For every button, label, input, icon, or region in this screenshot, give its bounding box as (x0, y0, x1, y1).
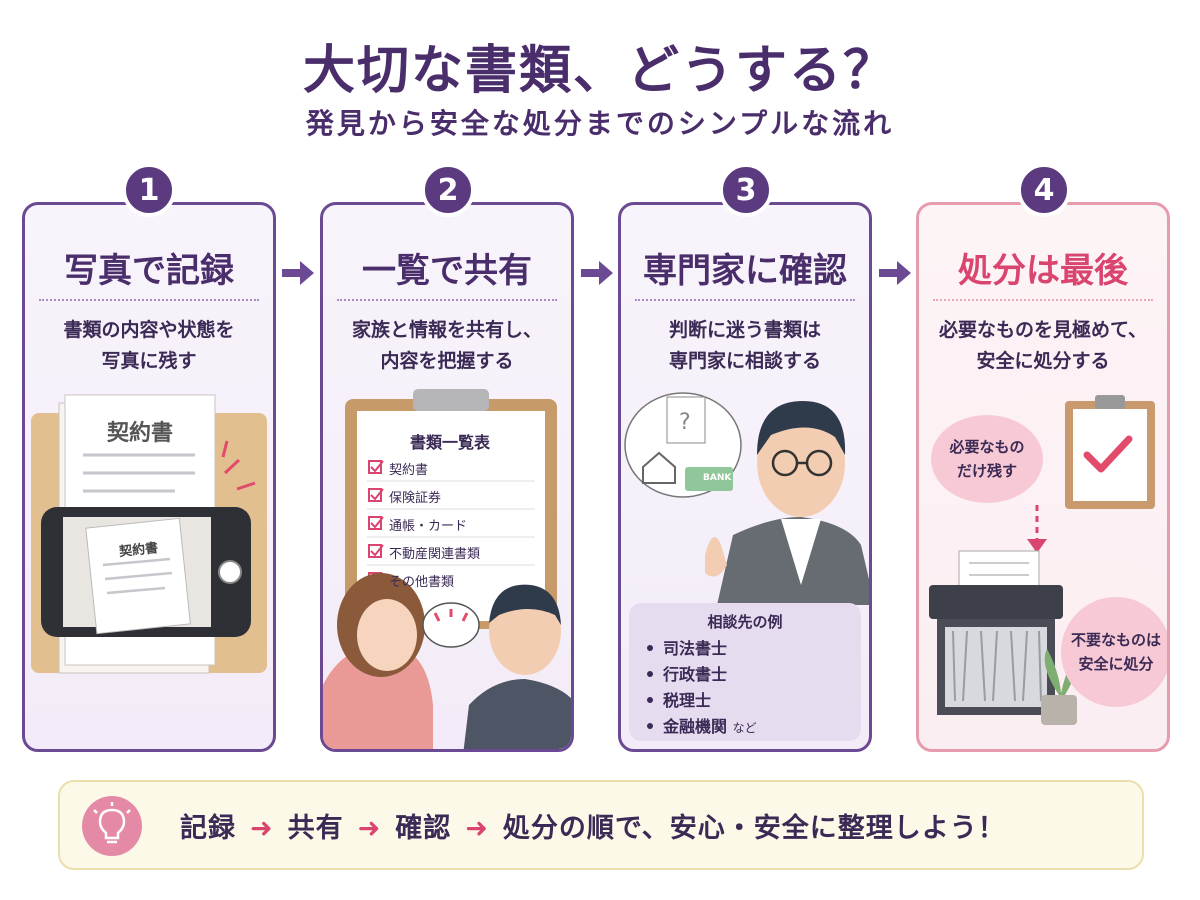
step-4-title: 処分は最後 (958, 251, 1128, 291)
svg-text:?: ? (679, 410, 691, 435)
checklist-item: 通帳・カード (389, 519, 468, 534)
checklist-item: その他書類 (389, 575, 455, 590)
right-arrow-icon: ➜ (465, 813, 489, 844)
step-2-card: 一覧で共有 家族と情報を共有し、 内容を把握する 書類一覧表 (320, 202, 574, 752)
bank-card-label: BANK (703, 473, 732, 483)
step-2-number: 2 (421, 163, 475, 217)
lightbulb-icon (82, 796, 142, 856)
step-3-title: 専門家に確認 (643, 251, 847, 291)
step-4-card: 処分は最後 必要なものを見極めて、 安全に処分する 必要なものだけ残す 不要なも… (916, 202, 1170, 752)
right-arrow-icon: ➜ (250, 813, 274, 844)
right-arrow-icon (879, 261, 911, 285)
step-2-desc-line1: 家族と情報を共有し、 (351, 319, 542, 341)
document-label: 契約書 (107, 421, 174, 446)
step-2-desc-line2: 内容を把握する (380, 350, 514, 372)
step-4-desc-line2: 安全に処分する (976, 350, 1110, 372)
divider (635, 299, 855, 301)
step-4-number: 4 (1017, 163, 1071, 217)
summary-word-share: 共有 (287, 813, 344, 844)
checklist-item: 保険証券 (389, 491, 442, 506)
phone-document-label: 契約書 (118, 540, 159, 560)
divider (337, 299, 557, 301)
consult-title: 相談先の例 (707, 613, 783, 631)
divider (39, 299, 259, 301)
step-2-description: 家族と情報を共有し、 内容を把握する (333, 315, 561, 377)
right-arrow-icon (581, 261, 613, 285)
clipboard-icon (323, 389, 571, 749)
clipboard-title: 書類一覧表 (409, 433, 490, 452)
step-2-title: 一覧で共有 (362, 251, 532, 291)
step-3-number: 3 (719, 163, 773, 217)
step-1-number: 1 (122, 163, 176, 217)
step-1-desc-line1: 書類の内容や状態を (63, 319, 235, 341)
summary-banner: 記録 ➜ 共有 ➜ 確認 ➜ 処分の順で、安心・安全に整理しよう！ (58, 780, 1144, 870)
divider (933, 299, 1153, 301)
consult-item: 税理士 (645, 688, 845, 714)
step-4-desc-line1: 必要なものを見極めて、 (938, 319, 1148, 341)
checklist-item: 契約書 (389, 463, 429, 478)
keep-necessary-bubble: 必要なものだけ残す (931, 415, 1043, 503)
right-arrow-icon: ➜ (357, 813, 382, 844)
consult-item: 金融機関 など (645, 714, 845, 741)
step-3-card: 専門家に確認 判断に迷う書類は 専門家に相談する ? BANK 相談先の例 司法… (618, 202, 872, 752)
page-subtitle: 発見から安全な処分までのシンプルな流れ (305, 107, 895, 140)
consult-item: 司法書士 (645, 636, 845, 662)
step-1-card: 写真で記録 書類の内容や状態を 写真に残す 契約書 契約書 (22, 202, 276, 752)
checklist-item: 不動産関連書類 (389, 547, 481, 562)
summary-text: 記録 ➜ 共有 ➜ 確認 ➜ 処分の順で、安心・安全に整理しよう！ (180, 806, 1006, 845)
step-3-desc-line1: 判断に迷う書類は (668, 319, 821, 341)
checklist: 契約書 保険証券 通帳・カード 不動産関連書類 その他書類 (389, 459, 480, 599)
consult-examples-box: 相談先の例 司法書士 行政書士 税理士 金融機関 など (629, 603, 861, 741)
dispose-safely-bubble: 不要なものは安全に処分 (1061, 597, 1167, 707)
step-1-title: 写真で記録 (64, 251, 234, 291)
summary-word-record: 記録 (180, 813, 236, 844)
step-4-description: 必要なものを見極めて、 安全に処分する (929, 315, 1157, 377)
consult-item: 行政書士 (645, 662, 845, 688)
expert-person-icon: ? (624, 392, 869, 605)
shredder-icon (929, 395, 1155, 725)
camera-phone-icon (31, 394, 267, 674)
step-1-desc-line2: 写真に残す (101, 350, 197, 372)
summary-word-confirm: 確認 (395, 813, 452, 844)
right-arrow-icon (282, 261, 314, 285)
step-3-desc-line2: 専門家に相談する (668, 350, 821, 372)
summary-tail: の順で、安心・安全に整理しよう！ (558, 813, 1006, 844)
summary-word-dispose: 処分 (502, 813, 559, 844)
step-3-description: 判断に迷う書類は 専門家に相談する (631, 315, 859, 377)
page-title: 大切な書類、どうする？ (302, 41, 897, 101)
step-1-description: 書類の内容や状態を 写真に残す (35, 315, 263, 377)
